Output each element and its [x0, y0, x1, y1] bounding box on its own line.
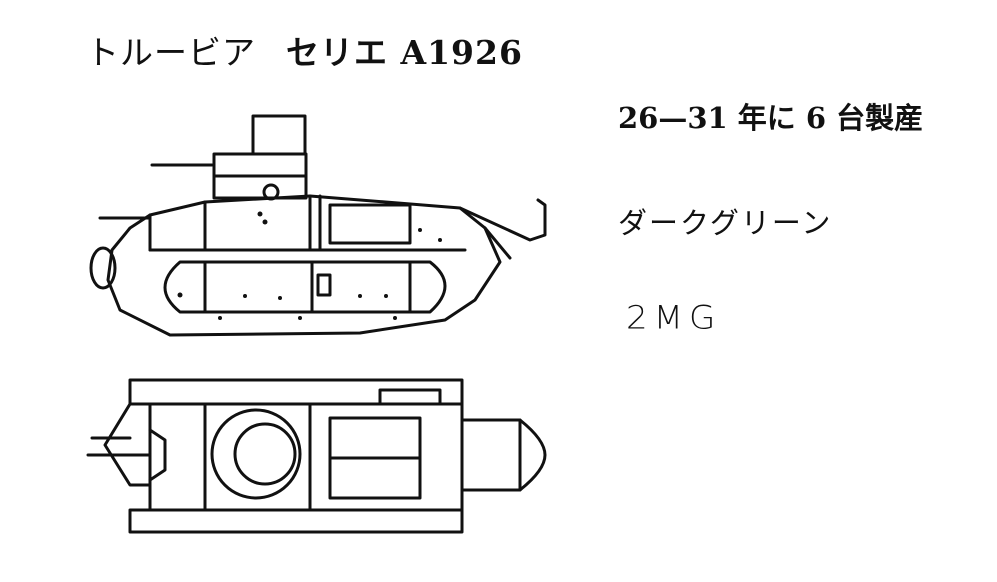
side-track-inner — [163, 260, 447, 314]
document-title: トルービアセリエ A1926 — [86, 26, 523, 74]
top-front-plate — [148, 428, 167, 482]
top-tail — [460, 418, 547, 492]
side-hull-plate-lines — [148, 194, 322, 252]
side-front-idler — [89, 246, 117, 290]
top-turret-hatch — [233, 422, 297, 486]
top-track-lower — [128, 508, 464, 534]
top-front-nose — [103, 402, 152, 487]
top-hull — [148, 402, 464, 512]
side-track-door — [316, 273, 332, 297]
side-tail-strut — [483, 226, 512, 260]
title-model: セリエ A1926 — [286, 33, 523, 72]
side-hatch — [328, 203, 412, 245]
armament-note: 2MG — [626, 299, 722, 337]
side-hull — [106, 194, 502, 337]
top-rear-box — [378, 388, 442, 406]
side-tail-skid — [458, 198, 547, 242]
side-track-plate-lines — [203, 260, 412, 314]
production-note: 26—31 年に 6 台製産 — [618, 101, 924, 135]
title-name: トルービア — [86, 33, 256, 72]
color-note: ダークグリーン — [618, 206, 833, 240]
side-rivets — [177, 211, 442, 320]
top-turret-ring — [210, 408, 302, 500]
top-track-upper — [128, 378, 464, 406]
